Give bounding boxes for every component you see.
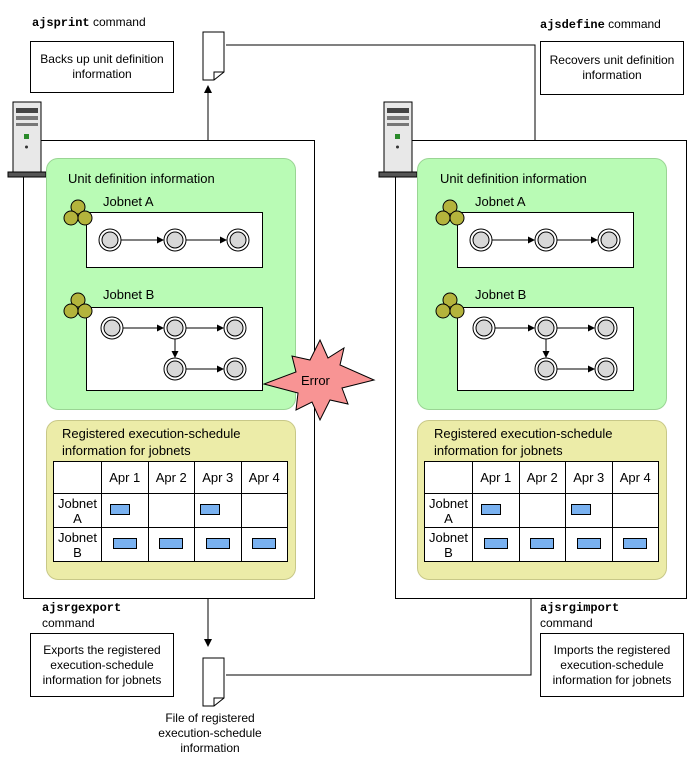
day-header: Apr 3 (194, 461, 242, 494)
day-header: Apr 1 (101, 461, 149, 494)
error-label: Error (301, 373, 330, 388)
schedule-mark (159, 538, 184, 549)
schedule-mark (576, 538, 601, 549)
schedule-mark (481, 504, 501, 515)
schedule-mark (205, 538, 230, 549)
schedule-mark (112, 538, 137, 549)
ajsrgexport-command-label: ajsrgexport command (42, 601, 122, 630)
table-corner (53, 461, 102, 494)
schedule-mark (483, 538, 508, 549)
left-jobnet-a-label: Jobnet A (103, 194, 154, 209)
right-jobnet-a-label: Jobnet A (475, 194, 526, 209)
ajsrgimport-command-label: ajsrgimport command (540, 601, 620, 630)
backup-note: Backs up unit definition information (30, 41, 174, 93)
recover-arrow (226, 44, 539, 158)
schedule-mark (571, 504, 591, 515)
day-header: Apr 2 (518, 461, 566, 494)
day-header: Apr 1 (472, 461, 520, 494)
ajsprint-command-label: ajsprint command (32, 15, 146, 30)
right-jobnet-b-box (457, 307, 634, 391)
import-arrow (226, 582, 535, 676)
day-header: Apr 4 (611, 461, 659, 494)
file-label: File of registered execution-schedule in… (158, 711, 262, 755)
right-unit-definition-title: Unit definition information (440, 171, 587, 186)
left-jobnet-b-box (86, 307, 263, 391)
recover-note: Recovers unit definition information (540, 41, 684, 95)
left-jobnet-b-label: Jobnet B (103, 287, 155, 302)
right-jobnet-b-label: Jobnet B (475, 287, 527, 302)
schedule-mark (623, 538, 648, 549)
schedule-mark (530, 538, 555, 549)
day-header: Apr 2 (147, 461, 195, 494)
day-header: Apr 4 (240, 461, 288, 494)
schedule-mark (200, 504, 220, 515)
left-jobnet-a-box (86, 212, 263, 268)
day-header: Apr 3 (565, 461, 613, 494)
left-unit-definition-title: Unit definition information (68, 171, 215, 186)
schedule-mark (110, 504, 130, 515)
right-schedule-title: Registered execution-schedule informatio… (434, 426, 613, 458)
export-note: Exports the registered execution-schedul… (30, 633, 174, 697)
ajsdefine-command-label: ajsdefine command (540, 17, 661, 32)
import-note: Imports the registered execution-schedul… (540, 633, 684, 697)
table-corner (424, 461, 473, 494)
right-jobnet-a-box (457, 212, 634, 268)
left-schedule-title: Registered execution-schedule informatio… (62, 426, 241, 458)
schedule-mark (252, 538, 277, 549)
